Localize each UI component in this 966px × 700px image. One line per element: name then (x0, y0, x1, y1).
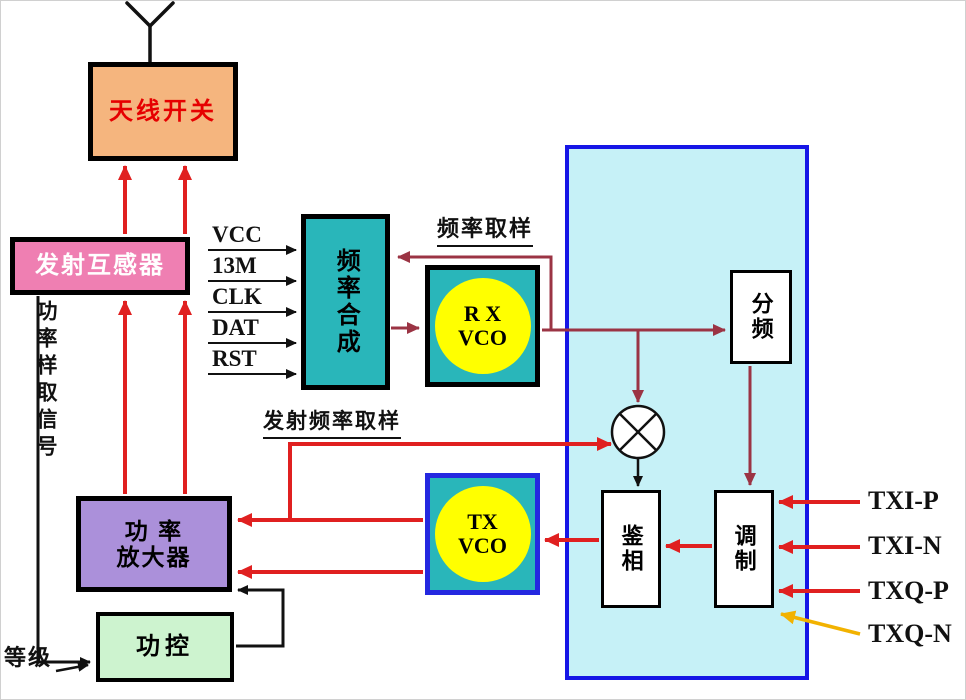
divider-block: 分频 (730, 270, 792, 364)
pin-label-13m: 13M (212, 253, 257, 278)
phase-detector-block: 鉴相 (601, 490, 661, 608)
modulator-label: 调制 (731, 524, 757, 574)
antenna-switch-label: 天线开关 (109, 97, 217, 125)
modulator-block: 调制 (714, 490, 774, 608)
tx-coupler-label: 发射互感器 (35, 252, 165, 280)
pin-label-dat: DAT (212, 315, 259, 340)
tx-vco-label-line2: VCO (458, 533, 507, 558)
wire-power-control-to-pa (236, 585, 285, 648)
rx-vco-label-line1: R X (463, 300, 502, 326)
io-label-txi-p: TXI-P (868, 486, 939, 515)
tx-coupler-block: 发射互感器 (10, 237, 190, 295)
freq-synth-block: 频率合成 (301, 214, 390, 390)
power-sample-signal-label: 功率样取信号 (34, 300, 57, 462)
freq-synth-label: 频率合成 (332, 248, 360, 356)
io-label-txq-n: TXQ-N (868, 619, 952, 648)
antenna-switch-block: 天线开关 (88, 62, 238, 161)
pin-label-vcc: VCC (212, 222, 262, 247)
tx-vco-circle: TX VCO (434, 486, 531, 582)
rx-vco-block: R X VCO (425, 265, 540, 387)
grade-label: 等级 (4, 645, 53, 670)
antenna-icon (125, 1, 175, 64)
freq-sampling-label: 频率取样 (437, 211, 534, 247)
io-label-txq-p: TXQ-P (868, 576, 949, 605)
tx-vco-label-line1: TX (467, 508, 498, 534)
power-control-block: 功控 (96, 612, 234, 682)
rx-vco-label-line2: VCO (458, 325, 507, 350)
phase-detector-label: 鉴相 (618, 524, 644, 574)
power-amplifier-block: 功 率 放大器 (76, 496, 232, 592)
pin-label-rst: RST (212, 346, 257, 371)
tx-vco-block: TX VCO (425, 473, 540, 595)
pin-label-clk: CLK (212, 284, 262, 309)
divider-label: 分频 (748, 292, 774, 342)
wire-grade-to-power-control (55, 661, 89, 673)
power-amplifier-label-line1: 功 率 (124, 517, 184, 544)
power-amplifier-label-line2: 放大器 (116, 544, 192, 570)
io-label-txi-n: TXI-N (868, 531, 942, 560)
power-control-label: 功控 (136, 633, 194, 661)
rx-vco-circle: R X VCO (434, 278, 531, 374)
tx-freq-sampling-label: 发射频率取样 (263, 405, 401, 439)
